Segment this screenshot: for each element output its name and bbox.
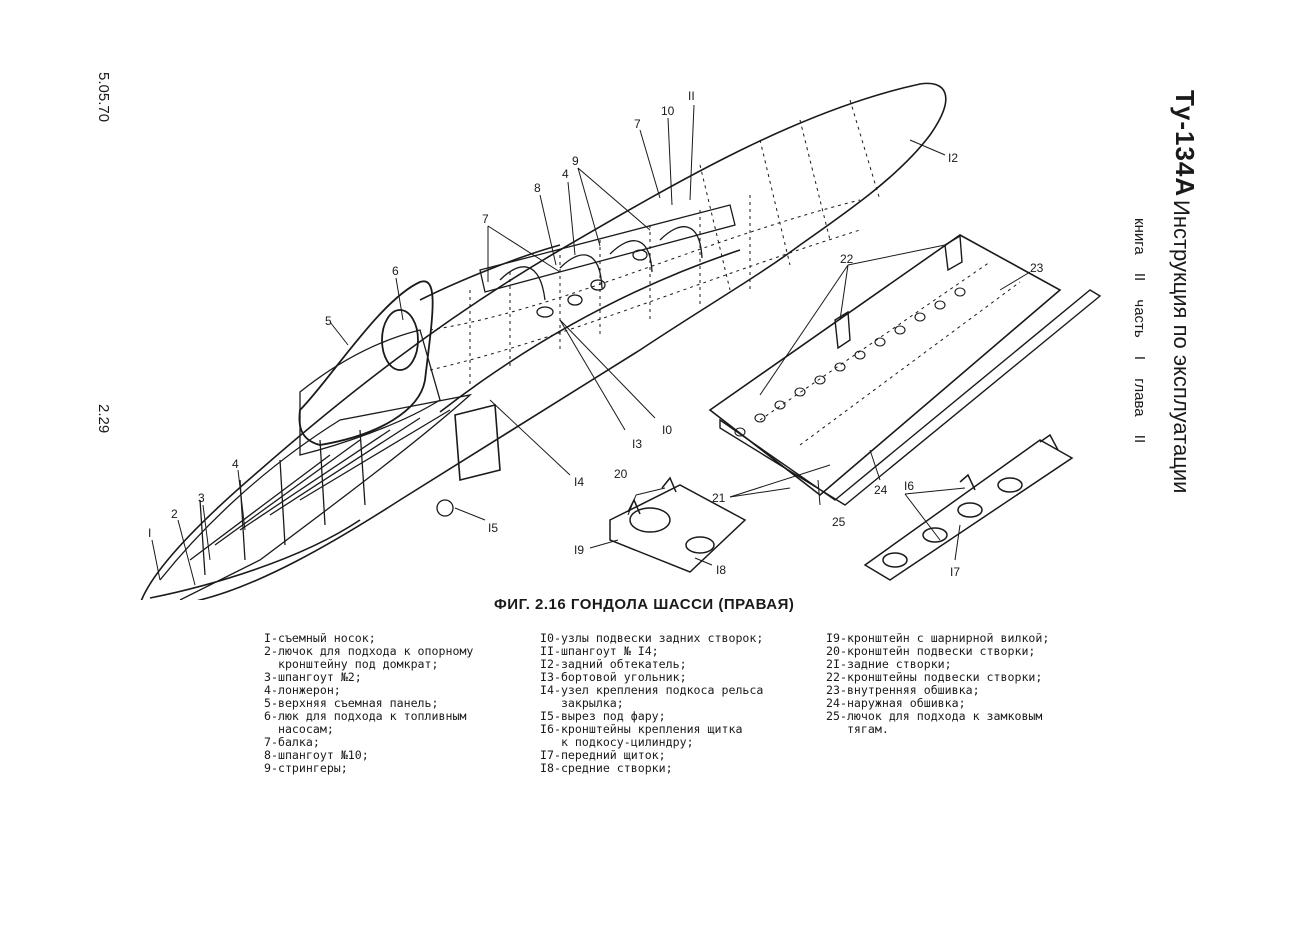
callout-10-upper: 10 (661, 104, 675, 118)
callout-7-upper: 7 (634, 117, 641, 131)
callout-18: I8 (716, 563, 726, 577)
callout-14: I4 (574, 475, 584, 489)
legend-item: I4-узел крепления подкоса рельса (540, 683, 764, 697)
legend-item: 7-балка; (264, 735, 320, 749)
legend-item: закрылка; (540, 696, 624, 710)
callout-10-lower: I0 (662, 423, 672, 437)
nose-frames (159, 393, 501, 600)
callout-20: 20 (614, 467, 628, 481)
legend-item: 23-внутренняя обшивка; (826, 683, 980, 697)
callout-7-lower: 7 (482, 212, 489, 226)
callout-8: 8 (534, 181, 541, 195)
legend-item: кронштейну под домкрат; (264, 657, 439, 671)
legend-item: I0-узлы подвески задних створок; (540, 631, 764, 645)
legend-column-3: I9-кронштейн с шарнирной вилкой; 20-крон… (826, 632, 1049, 736)
legend-item: 25-лючок для подхода к замковым (826, 709, 1043, 723)
legend-item: 5-верхняя съемная панель; (264, 696, 439, 710)
legend-item: 24-наружная обшивка; (826, 696, 966, 710)
callout-25: 25 (832, 515, 846, 529)
nacelle-body (140, 82, 947, 600)
callout-11: II (688, 89, 695, 103)
legend-item: 2-лючок для подхода к опорному (264, 644, 474, 658)
legend-item: 9-стрингеры; (264, 761, 348, 775)
legend-item: тягам. (826, 722, 889, 736)
legend-column-1: I-съемный носок; 2-лючок для подхода к о… (264, 632, 473, 775)
callout-2: 2 (171, 507, 178, 521)
callout-12: I2 (948, 151, 958, 165)
legend-item: 22-кронштейны подвески створки; (826, 670, 1043, 684)
callout-15: I5 (488, 521, 498, 535)
legend-item: I6-кронштейны крепления щитка (540, 722, 743, 736)
callout-4-lower: 4 (232, 457, 239, 471)
legend-item: к подкосу-цилиндру; (540, 735, 694, 749)
legend-item: I3-бортовой угольник; (540, 670, 687, 684)
legend-item: I7-передний щиток; (540, 748, 666, 762)
callout-3: 3 (198, 491, 205, 505)
legend-item: I-съемный носок; (264, 631, 376, 645)
leader-lines (151, 104, 1031, 586)
nacelle-drawing: I 2 3 4 5 6 7 8 4 9 7 10 II I2 I3 I0 I4 … (140, 82, 1102, 600)
legend-item: I5-вырез под фару; (540, 709, 666, 723)
callout-16: I6 (904, 479, 914, 493)
callout-6: 6 (392, 264, 399, 278)
legend-item: I8-средние створки; (540, 761, 673, 775)
rear-doors (708, 234, 1102, 506)
callout-5: 5 (325, 314, 332, 328)
legend-item: 4-лонжерон; (264, 683, 341, 697)
legend-item: II-шпангоут № I4; (540, 644, 659, 658)
callout-labels: I 2 3 4 5 6 7 8 4 9 7 10 II I2 I3 I0 I4 … (148, 89, 1044, 579)
callout-21: 21 (712, 491, 726, 505)
figure-caption: ФИГ. 2.16 ГОНДОЛА ШАССИ (ПРАВАЯ) (494, 596, 795, 613)
callout-22: 22 (840, 252, 854, 266)
legend-item: I2-задний обтекатель; (540, 657, 687, 671)
front-shield (863, 433, 1074, 581)
callout-17: I7 (950, 565, 960, 579)
callout-1: I (148, 526, 151, 540)
legend-item: 2I-задние створки; (826, 657, 952, 671)
legend-column-2: I0-узлы подвески задних створок; II-шпан… (540, 632, 763, 775)
callout-24: 24 (874, 483, 888, 497)
legend-item: 8-шпангоут №10; (264, 748, 369, 762)
legend-item: насосам; (264, 722, 334, 736)
callout-4-upper: 4 (562, 167, 569, 181)
callout-9: 9 (572, 154, 579, 168)
legend-item: 20-кронштейн подвески створки; (826, 644, 1036, 658)
legend-item: 3-шпангоут №2; (264, 670, 362, 684)
legend-item: I9-кронштейн с шарнирной вилкой; (826, 631, 1050, 645)
callout-13: I3 (632, 437, 642, 451)
legend-item: 6-люк для подхода к топливным (264, 709, 467, 723)
callout-23: 23 (1030, 261, 1044, 275)
callout-19: I9 (574, 543, 584, 557)
